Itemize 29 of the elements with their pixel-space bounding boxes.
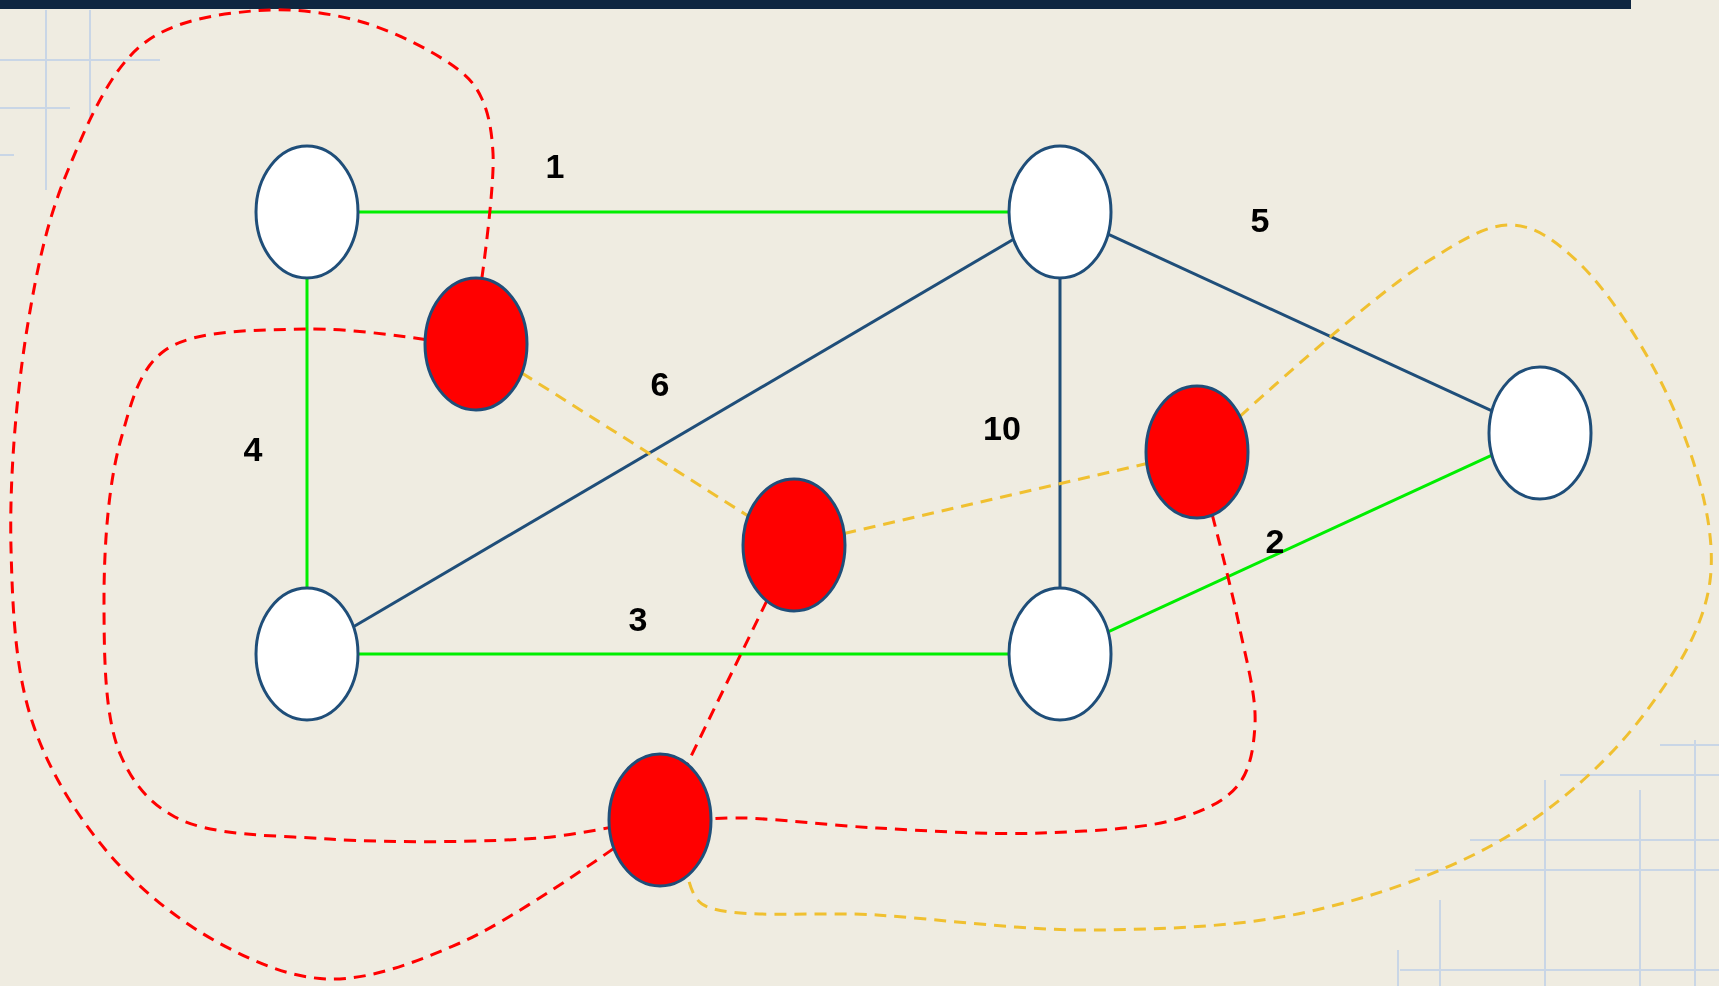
dashed-connector <box>9 8 615 981</box>
dashed-connector <box>521 371 749 518</box>
edge-label: 6 <box>650 367 670 401</box>
connector <box>1058 278 1062 588</box>
vertex-oval <box>1007 586 1113 722</box>
vertex-oval <box>1007 144 1113 280</box>
edge-label: 3 <box>628 602 648 636</box>
vertex-oval <box>254 144 360 280</box>
dashed-connector <box>686 223 1713 932</box>
dual-vertex-oval <box>607 752 713 888</box>
vertex-oval <box>254 586 360 722</box>
dashed-connector <box>102 327 610 844</box>
vertex-oval <box>1487 365 1593 501</box>
edge-label: 4 <box>243 432 263 466</box>
connector <box>1107 232 1493 413</box>
connector <box>305 278 309 588</box>
connector <box>358 652 1009 656</box>
connector <box>358 210 1009 214</box>
dual-vertex-oval <box>741 477 847 613</box>
edge-label: 2 <box>1265 524 1285 558</box>
edge-label: 5 <box>1250 203 1270 237</box>
edge-label: 10 <box>983 411 1021 445</box>
dashed-connector <box>843 462 1148 535</box>
dual-vertex-oval <box>1144 384 1250 520</box>
edge-label: 1 <box>545 149 565 183</box>
connector <box>1107 453 1493 634</box>
dashed-connector <box>685 600 769 765</box>
dual-vertex-oval <box>423 276 529 412</box>
connector <box>352 237 1015 629</box>
